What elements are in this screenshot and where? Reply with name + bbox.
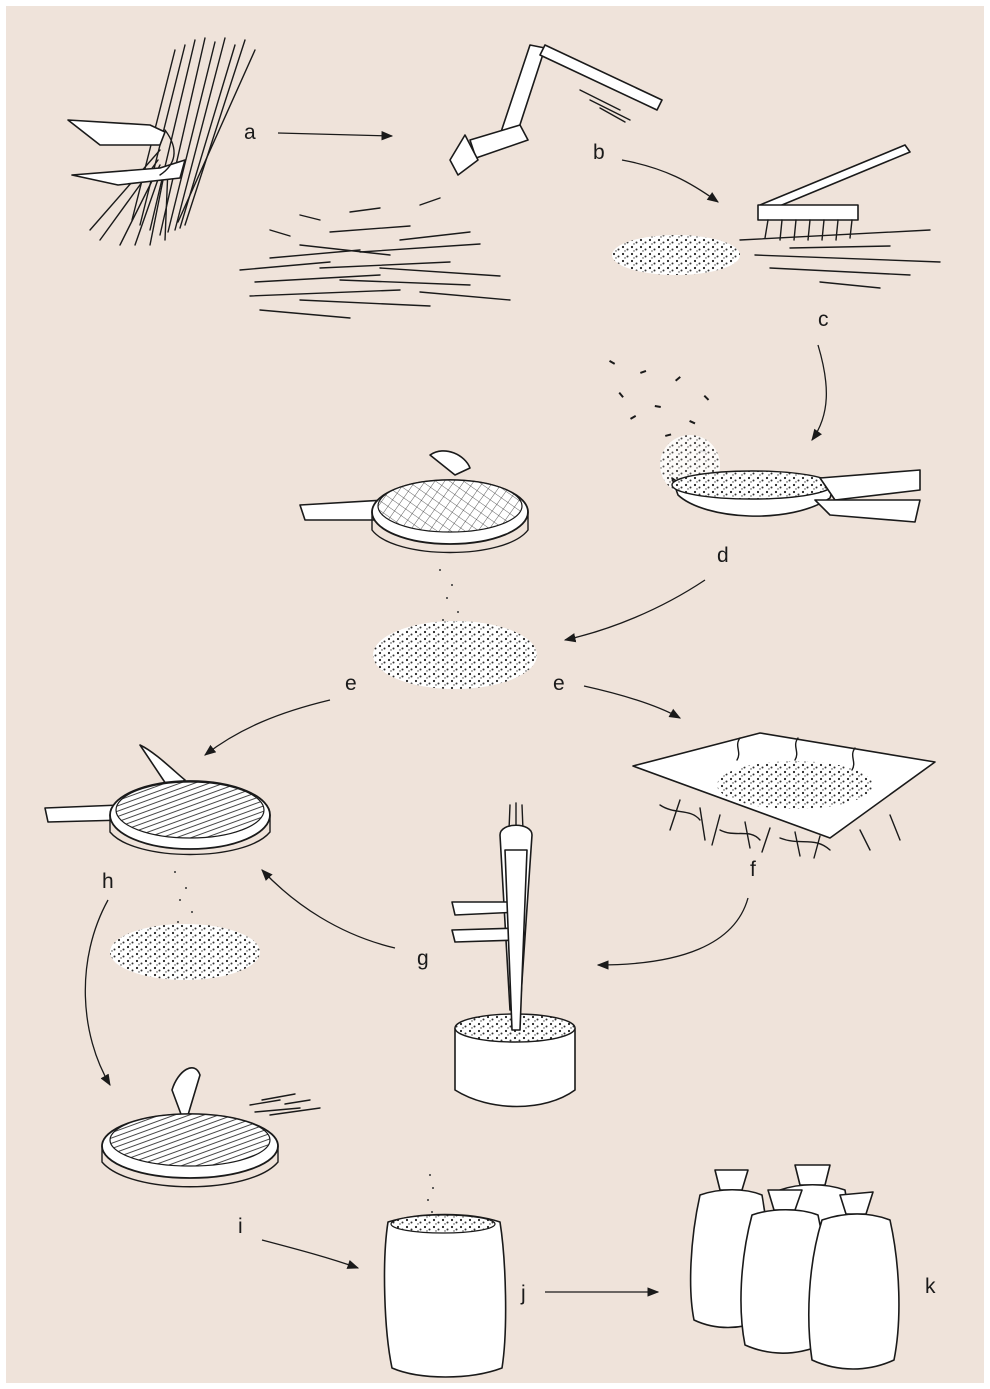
hands-cutting-grain-bundle-icon <box>68 38 255 245</box>
arrow-e-to-h <box>205 700 330 755</box>
flail-threshing-icon <box>450 45 662 175</box>
arrow-f-to-g <box>598 898 748 965</box>
arrow-g-to-h <box>262 870 395 948</box>
step-label-j: j <box>520 1282 526 1305</box>
arrow-a-to-b <box>278 133 392 136</box>
threshed-straw-icon <box>240 198 510 318</box>
step-label-c: c <box>818 308 829 331</box>
step-label-k: k <box>925 1275 936 1298</box>
sifting-basket-icon <box>45 745 270 980</box>
step-label-f: f <box>750 858 756 881</box>
step-label-e-left: e <box>345 672 357 695</box>
step-label-e-right: e <box>553 672 565 695</box>
tied-sacks-icon <box>691 1165 899 1369</box>
step-label-h: h <box>102 870 114 893</box>
mortar-and-pestle-icon <box>452 803 575 1107</box>
step-label-b: b <box>593 141 605 164</box>
arrow-i-to-j <box>262 1240 358 1268</box>
arrow-c-to-d <box>812 345 826 440</box>
step-label-i: i <box>238 1215 243 1238</box>
sieve-over-grain-pile-icon <box>300 451 537 689</box>
step-label-a: a <box>244 121 256 144</box>
arrow-e-to-f <box>584 686 680 718</box>
winnowing-basket-icon <box>609 360 920 522</box>
arrow-d-to-e <box>565 580 705 640</box>
filling-sack-icon <box>385 1174 506 1377</box>
rake-separating-straw-icon <box>612 145 940 288</box>
step-label-d: d <box>717 544 729 567</box>
arrow-h-to-i <box>85 900 110 1085</box>
step-label-g: g <box>417 947 429 970</box>
hand-sorting-tray-icon <box>102 1068 320 1187</box>
roasting-sheet-over-fire-icon <box>633 733 935 858</box>
arrow-b-to-c <box>622 160 718 202</box>
